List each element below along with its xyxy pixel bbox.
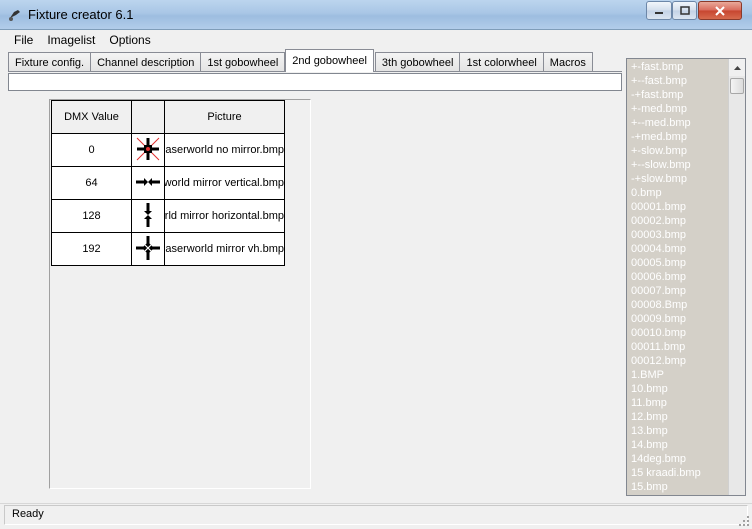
picture-preview-cell[interactable] xyxy=(131,232,165,266)
imagelist-items: +-fast.bmp +--fast.bmp -+fast.bmp +-med.bmp… xyxy=(628,60,728,494)
window-title: Fixture creator 6.1 xyxy=(28,7,134,22)
list-item[interactable]: -+slow.bmp xyxy=(631,173,687,185)
header-dmx-value[interactable]: DMX Value xyxy=(51,100,132,134)
maximize-button[interactable] xyxy=(672,1,697,20)
list-item[interactable]: 00009.bmp xyxy=(631,313,687,325)
laser-no-mirror-icon xyxy=(136,137,160,160)
list-item[interactable]: 00011.bmp xyxy=(631,341,686,353)
list-item[interactable]: 00005.bmp xyxy=(631,257,687,269)
picture-preview-cell[interactable] xyxy=(131,133,165,167)
close-icon xyxy=(715,5,725,16)
picture-cell[interactable]: laserworld mirror vertical.bmp xyxy=(164,166,285,200)
picture-filename: laserworld mirror vh.bmp xyxy=(165,243,284,255)
menu-bar: File Imagelist Options xyxy=(0,30,752,49)
list-item[interactable]: 00012.bmp xyxy=(631,355,687,367)
picture-cell[interactable]: laserworld mirror horizontal.bmp xyxy=(164,199,285,233)
list-item[interactable]: 00001.bmp xyxy=(631,201,687,213)
imagelist-listbox[interactable]: +-fast.bmp +--fast.bmp -+fast.bmp +-med.bmp… xyxy=(626,58,746,496)
list-item[interactable]: -+med.bmp xyxy=(631,131,687,143)
menu-imagelist[interactable]: Imagelist xyxy=(47,32,96,47)
laser-mirror-vh-icon xyxy=(136,235,160,260)
list-item[interactable]: +-med.bmp xyxy=(631,103,687,115)
table-row[interactable]: 64 laserworld mirror vertical.bmp xyxy=(51,166,285,200)
tab-1st-colorwheel[interactable]: 1st colorwheel xyxy=(459,52,544,72)
picture-filename: laserworld mirror horizontal.bmp xyxy=(165,210,284,222)
laser-mirror-horizontal-icon xyxy=(144,202,152,227)
list-item[interactable]: 00006.bmp xyxy=(631,271,687,283)
title-bar: Fixture creator 6.1 xyxy=(0,0,752,30)
list-item[interactable]: +--slow.bmp xyxy=(631,159,691,171)
table-row[interactable]: 0 laserworld no mirror.bmp xyxy=(51,133,285,167)
list-item[interactable]: 10.bmp xyxy=(631,383,668,395)
dmx-value-cell[interactable]: 0 xyxy=(51,133,132,167)
list-item[interactable]: 11.bmp xyxy=(631,397,667,409)
table-row[interactable]: 128 laserworld mirror horizontal.bmp xyxy=(51,199,285,233)
list-item[interactable]: 00010.bmp xyxy=(631,327,687,339)
list-item[interactable]: +-fast.bmp xyxy=(631,61,684,73)
table-row[interactable]: 192 laserworld mirror vh.bmp xyxy=(51,232,285,266)
header-picture[interactable]: Picture xyxy=(164,100,285,134)
close-button[interactable] xyxy=(698,1,742,20)
list-item[interactable]: 14deg.bmp xyxy=(631,453,687,465)
list-item[interactable]: 1.BMP xyxy=(631,369,665,381)
tab-2nd-gobowheel[interactable]: 2nd gobowheel xyxy=(285,49,374,72)
status-bar: Ready xyxy=(0,503,752,529)
tab-channel-description[interactable]: Channel description xyxy=(90,52,202,72)
menu-options[interactable]: Options xyxy=(109,32,151,47)
list-item[interactable]: 00007.bmp xyxy=(631,285,687,297)
list-item[interactable]: 13.bmp xyxy=(631,425,668,437)
laser-mirror-vertical-icon xyxy=(136,177,160,186)
list-item[interactable]: +-slow.bmp xyxy=(631,145,687,157)
header-icon[interactable] xyxy=(131,100,165,134)
tab-fixture-config[interactable]: Fixture config. xyxy=(8,52,92,72)
tab-3th-gobowheel[interactable]: 3th gobowheel xyxy=(374,52,461,72)
list-item[interactable]: -+fast.bmp xyxy=(631,89,684,101)
tab-strip: Fixture config. Channel description 1st … xyxy=(8,49,593,72)
picture-preview-cell[interactable] xyxy=(131,199,165,233)
gobo-grid: DMX Value Picture 0 laserworld no mirror… xyxy=(51,100,285,266)
list-item[interactable]: 00004.bmp xyxy=(631,243,687,255)
list-item[interactable]: 14.bmp xyxy=(631,439,668,451)
list-item[interactable]: 15.bmp xyxy=(631,481,668,493)
minimize-button[interactable] xyxy=(646,1,672,20)
status-pane xyxy=(4,505,748,525)
maximize-icon xyxy=(679,6,690,15)
cell-edit-field[interactable] xyxy=(8,73,622,91)
menu-file[interactable]: File xyxy=(14,32,34,47)
dmx-value-cell[interactable]: 192 xyxy=(51,232,132,266)
list-item[interactable]: +--fast.bmp xyxy=(631,75,687,87)
list-item[interactable]: 0.bmp xyxy=(631,187,662,199)
tab-1st-gobowheel[interactable]: 1st gobowheel xyxy=(200,52,286,72)
chevron-up-icon xyxy=(734,65,741,70)
picture-filename: laserworld no mirror.bmp xyxy=(165,144,284,156)
picture-cell[interactable]: laserworld mirror vh.bmp xyxy=(164,232,285,266)
fixture-icon xyxy=(9,10,20,21)
status-text: Ready xyxy=(12,508,44,520)
list-item[interactable]: 15 kraadi.bmp xyxy=(631,467,701,479)
picture-preview-cell[interactable] xyxy=(131,166,165,200)
scroll-up-button[interactable] xyxy=(729,59,745,76)
list-item[interactable]: +--med.bmp xyxy=(631,117,691,129)
tab-macros[interactable]: Macros xyxy=(542,52,593,72)
list-item[interactable]: 00008.Bmp xyxy=(631,299,688,311)
minimize-icon xyxy=(655,11,663,14)
imagelist-scrollbar[interactable] xyxy=(728,59,745,495)
list-item[interactable]: 00002.bmp xyxy=(631,215,687,227)
dmx-value-cell[interactable]: 128 xyxy=(51,199,132,233)
resize-grip-icon[interactable] xyxy=(738,515,750,527)
grid-header-row: DMX Value Picture xyxy=(51,100,285,134)
picture-cell[interactable]: laserworld no mirror.bmp xyxy=(164,133,285,167)
scroll-thumb[interactable] xyxy=(730,78,744,94)
list-item[interactable]: 12.bmp xyxy=(631,411,668,423)
dmx-value-cell[interactable]: 64 xyxy=(51,166,132,200)
list-item[interactable]: 00003.bmp xyxy=(631,229,687,241)
picture-filename: laserworld mirror vertical.bmp xyxy=(165,177,284,189)
